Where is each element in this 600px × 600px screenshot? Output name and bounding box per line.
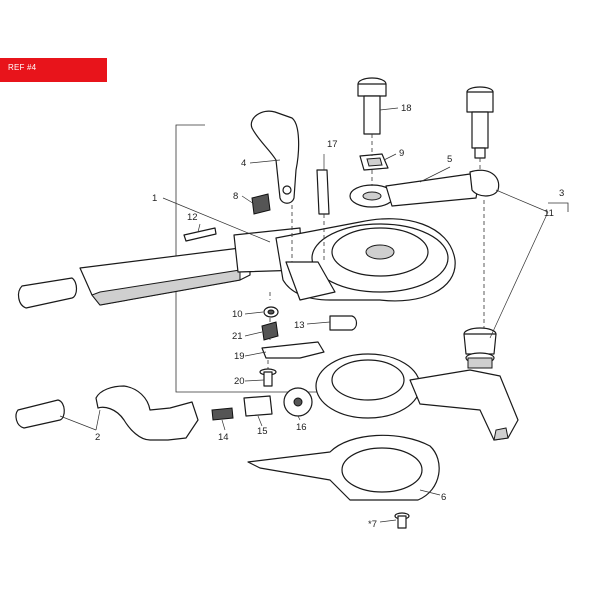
- part-sleeve-15: [243, 395, 273, 417]
- callout-6: 6: [441, 492, 446, 503]
- part-gear-frame-lower: [315, 353, 519, 441]
- callout-labels: 1 2 3 4 5 6 *7 8 9 10 11 12 13 14 15 16 …: [95, 103, 564, 530]
- part-spring-14: [211, 407, 234, 421]
- callout-1: 1: [152, 193, 157, 204]
- part-nut-10: [263, 306, 279, 318]
- part-spring-21: [261, 321, 279, 341]
- part-pawl-19: [261, 341, 325, 359]
- callout-3: 3: [559, 188, 564, 199]
- part-plate-6: [247, 434, 440, 501]
- callout-19: 19: [234, 351, 245, 362]
- part-gear-16: [283, 387, 313, 417]
- part-spring-8: [251, 193, 271, 215]
- callout-17: 17: [327, 139, 338, 150]
- callout-12: 12: [187, 212, 198, 223]
- callout-8: 8: [233, 191, 238, 202]
- part-shoulder-pin-18: [357, 77, 387, 135]
- part-shoulder-screw-11-bottom: [463, 327, 497, 369]
- callout-7: *7: [368, 519, 377, 530]
- part-lower-handle-2: [15, 385, 199, 441]
- callout-13: 13: [294, 320, 305, 331]
- part-main-frame-wheel: [275, 218, 456, 302]
- part-pin-17: [316, 169, 330, 215]
- callout-9: 9: [399, 148, 404, 159]
- callout-18: 18: [401, 103, 412, 114]
- part-shoulder-screw-11-top: [466, 86, 494, 159]
- callout-16: 16: [296, 422, 307, 433]
- callout-21: 21: [232, 331, 243, 342]
- part-link-arm-5: [349, 169, 500, 208]
- callout-11: 11: [544, 208, 554, 219]
- part-screw-20: [259, 368, 277, 387]
- part-pin-12: [183, 227, 217, 242]
- ref-banner: REF #4: [0, 58, 107, 82]
- callout-4: 4: [241, 158, 246, 169]
- part-washer-9: [359, 153, 389, 171]
- callout-10: 10: [232, 309, 243, 320]
- callout-2: 2: [95, 432, 100, 443]
- callout-14: 14: [218, 432, 229, 443]
- ref-banner-label: REF #4: [8, 63, 37, 72]
- part-hook-4: [250, 110, 300, 204]
- part-screw-7: [394, 512, 410, 529]
- callout-5: 5: [447, 154, 452, 165]
- part-upper-grip: [17, 277, 78, 309]
- callout-20: 20: [234, 376, 245, 387]
- leader-lines: [59, 107, 549, 523]
- part-pin-13: [329, 315, 358, 331]
- callout-15: 15: [257, 426, 268, 437]
- group-bracket-3: [548, 202, 569, 212]
